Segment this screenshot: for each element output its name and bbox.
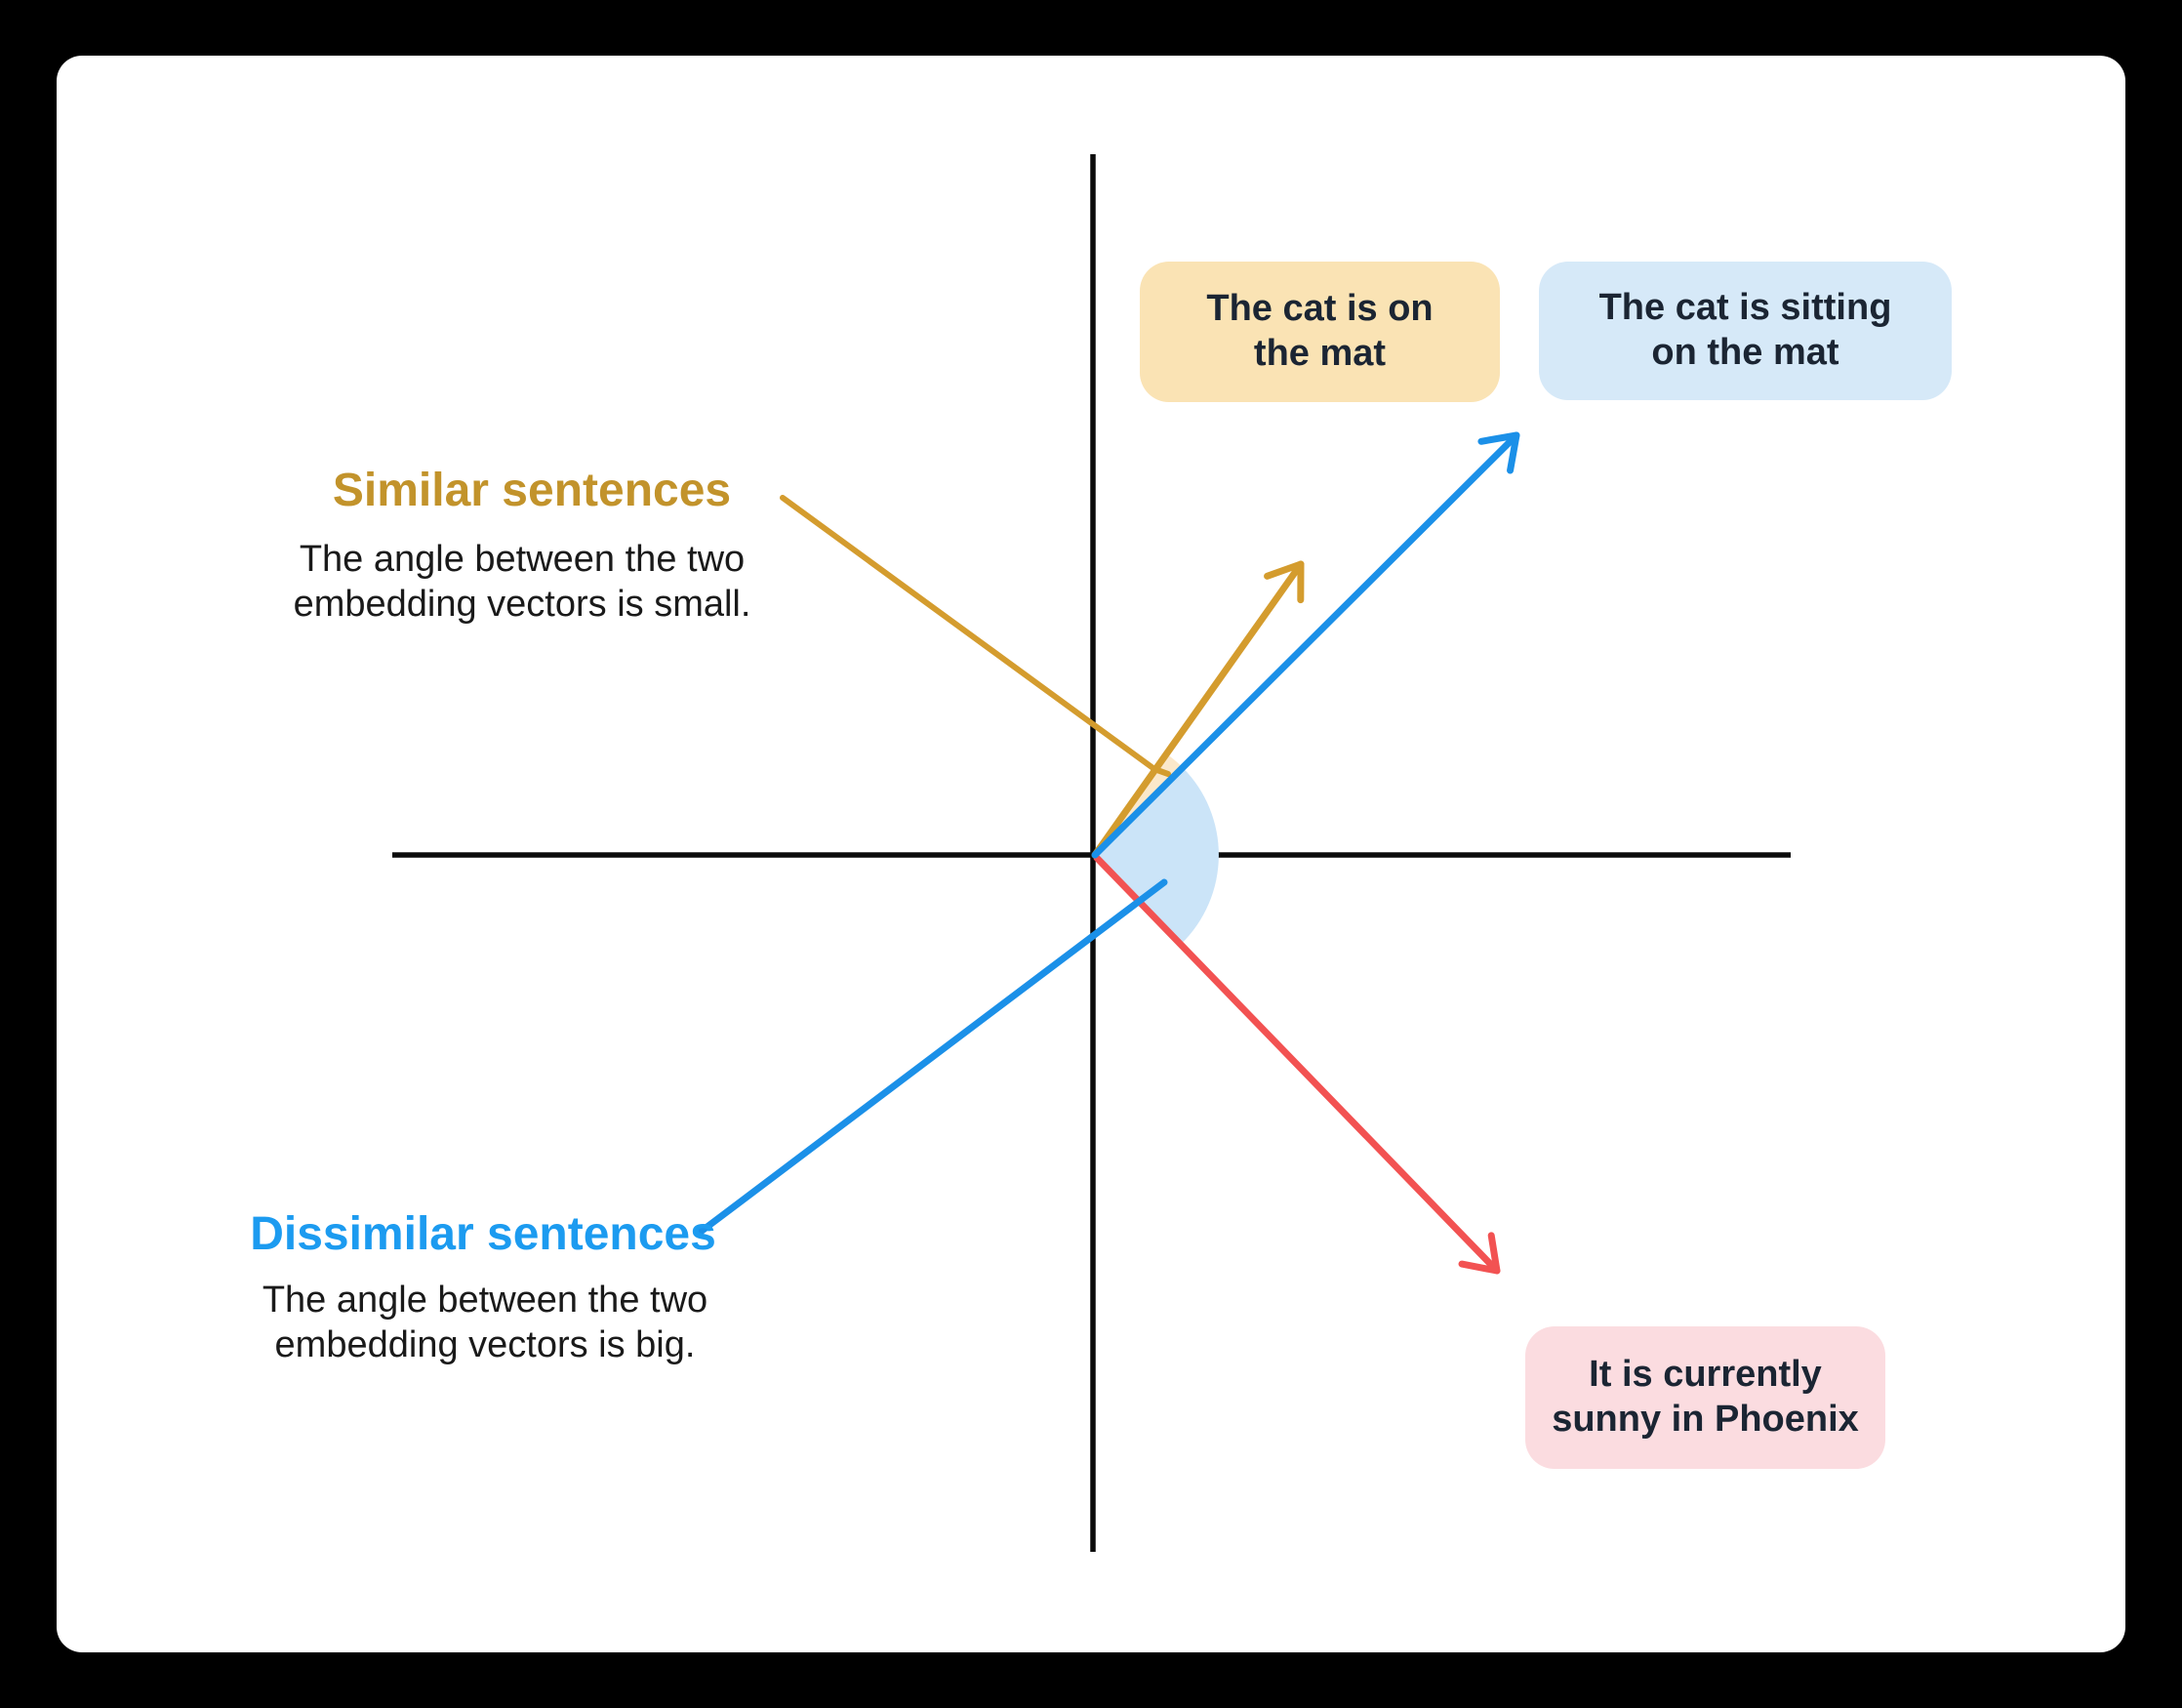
leader-line-similar <box>780 495 1171 777</box>
vector-amber <box>1091 560 1305 859</box>
sentence-box-sunny-phoenix: It is currently sunny in Phoenix <box>1525 1326 1885 1469</box>
dissimilar-sentences-description: The angle between the two embedding vect… <box>262 1280 708 1365</box>
dissimilar-sentences-heading: Dissimilar sentences <box>250 1208 716 1260</box>
vector-red <box>1093 854 1501 1275</box>
similar-sentences-description: The angle between the two embedding vect… <box>293 539 751 625</box>
sentence-box-cat-on-mat: The cat is on the mat <box>1140 262 1500 402</box>
big-angle-wedge <box>1095 767 1219 944</box>
vector-blue <box>1091 431 1520 859</box>
sentence-box-cat-sitting-on-mat: The cat is sitting on the mat <box>1539 262 1952 400</box>
leader-line-dissimilar <box>697 878 1168 1236</box>
similar-sentences-heading: Similar sentences <box>332 465 732 516</box>
